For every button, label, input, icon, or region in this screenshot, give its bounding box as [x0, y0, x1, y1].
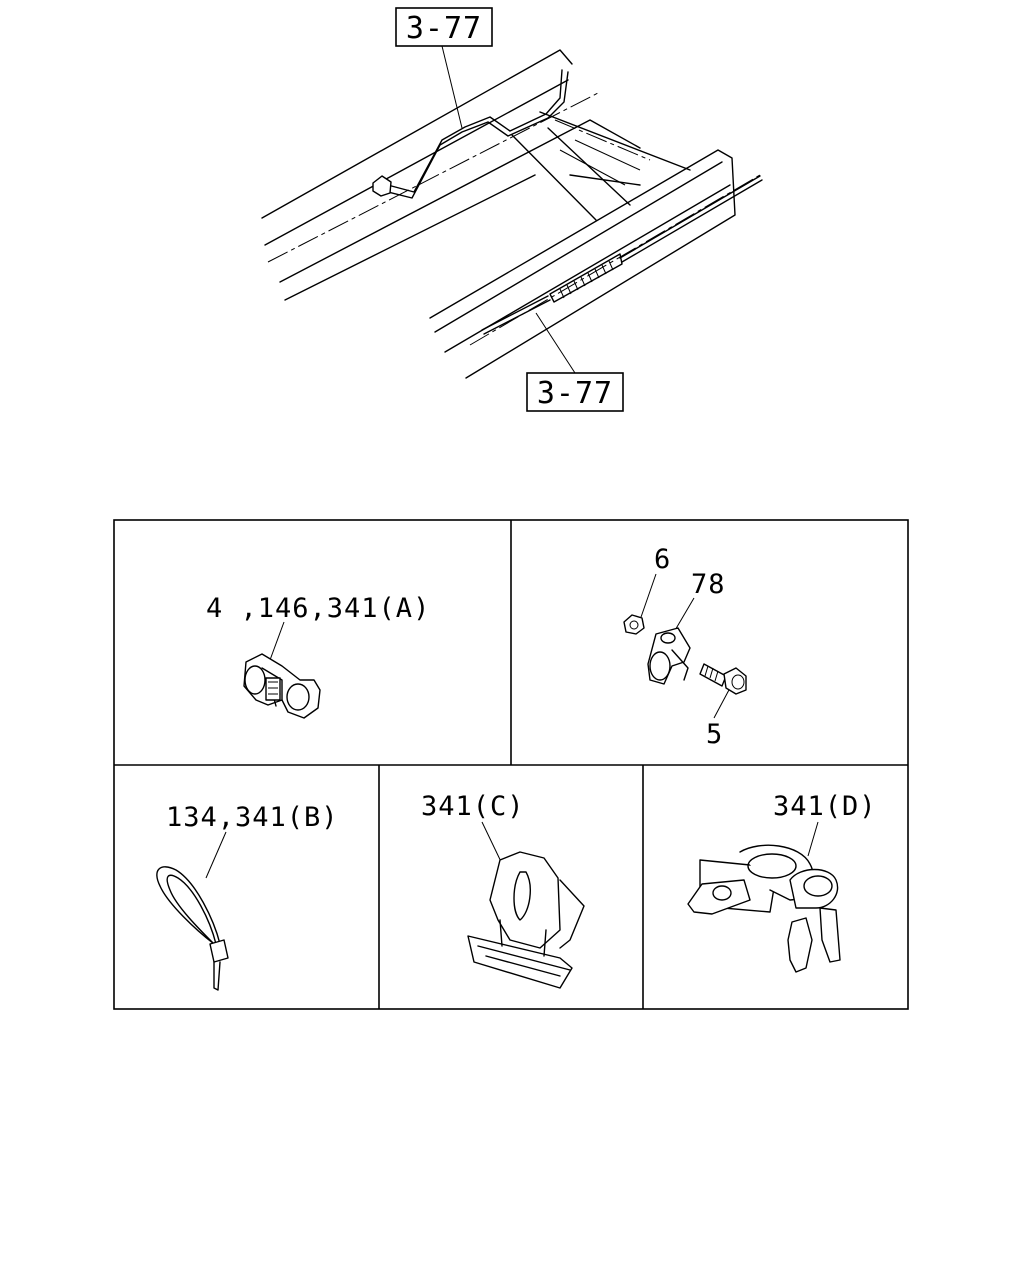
reference-bottom-leader: [535, 312, 576, 374]
crossmember-right: [547, 127, 631, 206]
cable-rear-outline: [483, 299, 551, 335]
cable-tie-icon: [156, 866, 229, 991]
panel-clip-a: 4 ,146,341(A): [206, 593, 430, 719]
callout-bolt-5-leader: [713, 687, 731, 719]
brake-pipe: [379, 71, 569, 199]
crossmember-web: [569, 174, 641, 186]
frame-assembly: [261, 49, 763, 379]
brake-pipe-outline: [383, 69, 563, 193]
pipe-fitting-nut: [372, 175, 392, 197]
right-rail-inner-edge: [434, 161, 723, 333]
crossmember-left: [511, 134, 597, 221]
crossmember-dash: [554, 119, 651, 161]
cable-front-outline: [621, 179, 763, 263]
callout-double-clip-d: 341(D): [773, 791, 877, 822]
left-rail-bottom-edge: [284, 174, 536, 301]
clamp-icon: [647, 627, 691, 685]
reference-bottom[interactable]: 3-77: [526, 312, 624, 412]
reference-bottom-label: 3-77: [537, 376, 613, 411]
right-rail-outline: [429, 149, 736, 379]
callout-clip-a: 4 ,146,341(A): [206, 593, 430, 624]
panel-bolt-clamp: 6 78 5: [623, 544, 747, 750]
callout-clip-a-leader: [269, 621, 285, 661]
reference-top[interactable]: 3-77: [395, 7, 493, 129]
push-clip-icon: [467, 851, 585, 989]
callout-nut-6-leader: [639, 573, 657, 621]
double-clip-icon: [687, 844, 841, 973]
panel-double-clip-d: 341(D): [687, 791, 877, 973]
reference-top-leader: [441, 45, 463, 129]
reference-top-label: 3-77: [406, 11, 482, 46]
left-rail-centerline: [267, 91, 601, 263]
left-rail-mid-edge: [264, 79, 569, 246]
callout-cable-tie-b-leader: [205, 831, 227, 879]
panel-cable-tie-b: 134,341(B): [156, 802, 339, 991]
callout-cable-tie-b: 134,341(B): [166, 802, 339, 833]
right-rail-centerline: [469, 174, 761, 346]
left-rail-top-edge: [261, 49, 573, 219]
parts-grid: [113, 519, 909, 1010]
callout-push-clip-c: 341(C): [421, 791, 525, 822]
reference-top-box: [395, 7, 493, 47]
callout-nut-6: 6: [654, 544, 671, 575]
nut-icon: [623, 614, 645, 635]
callout-double-clip-d-leader: [807, 821, 819, 857]
left-rail-lower-edge: [279, 119, 641, 283]
cable-spring: [549, 253, 623, 303]
callout-bolt-5: 5: [706, 719, 723, 750]
callout-clamp-78: 78: [691, 569, 726, 600]
clip-a-icon: [243, 653, 321, 719]
crossmember-top: [539, 111, 691, 171]
cable-front: [619, 175, 761, 259]
cable-rear: [481, 295, 549, 331]
crossmember-hatch: [559, 139, 641, 186]
bolt-icon: [699, 663, 747, 695]
panel-push-clip-c: 341(C): [421, 791, 585, 989]
callout-clamp-78-leader: [673, 597, 695, 633]
